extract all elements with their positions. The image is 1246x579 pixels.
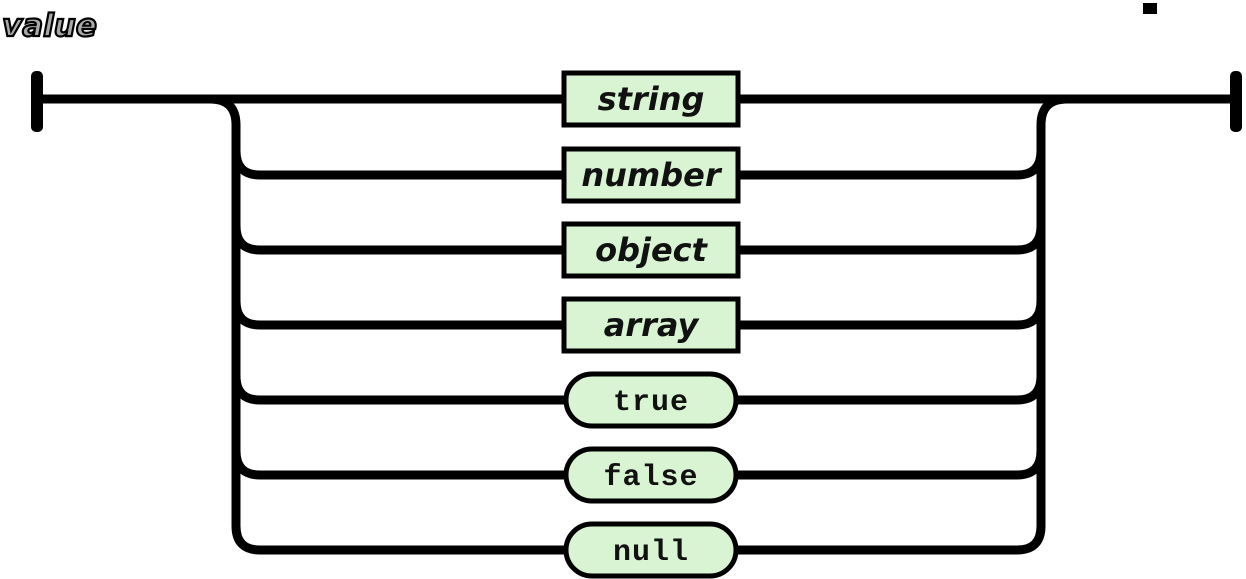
rail-right-array <box>738 300 1046 330</box>
artifact-dot <box>1143 3 1157 14</box>
node-object-label: object <box>595 231 709 269</box>
node-false-label: false <box>603 461 698 495</box>
rail-right-number <box>738 150 1046 180</box>
node-number-label: number <box>581 156 723 194</box>
rail-right-true <box>736 375 1046 405</box>
node-string-label: string <box>598 80 705 118</box>
rail-left-array <box>231 300 564 330</box>
node-true: true <box>563 371 739 429</box>
rail-left-object <box>231 225 564 255</box>
node-string[interactable]: string <box>561 70 741 128</box>
node-false-pill <box>563 446 739 504</box>
node-string-box <box>561 70 741 128</box>
node-true-label: true <box>613 386 689 420</box>
end-terminal-bar <box>1230 71 1242 132</box>
rail-left-true <box>231 375 566 405</box>
node-array-label: array <box>604 306 700 344</box>
rule-title: value <box>2 8 97 44</box>
rail-right-object <box>738 225 1046 255</box>
node-null-label: null <box>613 536 689 570</box>
rail-left-false <box>231 450 566 480</box>
rail-right-false <box>736 450 1046 480</box>
node-array-box <box>561 296 741 354</box>
branch-spine-right <box>738 94 1100 555</box>
node-number-box <box>561 146 741 204</box>
branch-spine-left <box>209 94 564 555</box>
rail-left-number <box>231 150 564 180</box>
node-true-pill <box>563 371 739 429</box>
node-object[interactable]: object <box>561 221 741 279</box>
node-null-pill <box>563 521 739 579</box>
node-false: false <box>563 446 739 504</box>
node-object-box <box>561 221 741 279</box>
node-null: null <box>563 521 739 579</box>
node-array[interactable]: array <box>561 296 741 354</box>
start-terminal-bar <box>31 71 43 132</box>
node-number[interactable]: number <box>561 146 741 204</box>
